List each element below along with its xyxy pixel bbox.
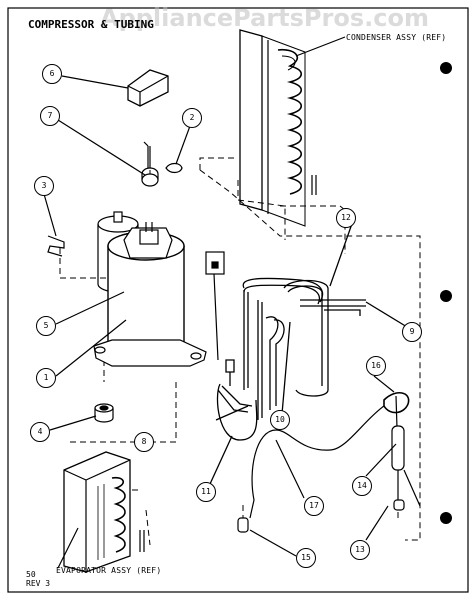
punch-hole-middle xyxy=(440,290,452,302)
evaporator-assy xyxy=(57,451,145,573)
callout-12: 12 xyxy=(336,208,356,228)
callout-11: 11 xyxy=(196,482,216,502)
part-7-overload xyxy=(57,119,159,187)
condenser-label: CONDENSER ASSY (REF) xyxy=(346,33,447,42)
callout-6: 6 xyxy=(42,64,62,84)
callout-13: 13 xyxy=(350,540,370,560)
callout-10: 10 xyxy=(270,410,290,430)
part-4-grommet xyxy=(49,403,114,431)
callout-4: 4 xyxy=(30,422,50,442)
callout-7: 7 xyxy=(40,106,60,126)
punch-hole-bottom xyxy=(440,512,452,524)
callout-9: 9 xyxy=(402,322,422,342)
callout-16: 16 xyxy=(366,356,386,376)
page-title: COMPRESSOR & TUBING xyxy=(28,18,154,31)
relay-device xyxy=(205,251,225,361)
watermark-text: AppliancePartsPros.com xyxy=(100,4,429,32)
callout-15: 15 xyxy=(296,548,316,568)
part-2-clip xyxy=(165,125,191,174)
tubing-assembly xyxy=(209,217,413,485)
part-3-bracket xyxy=(43,193,65,257)
callout-1: 1 xyxy=(36,368,56,388)
callout-14: 14 xyxy=(352,476,372,496)
evaporator-label: EVAPORATOR ASSY (REF) xyxy=(56,566,162,575)
callout-5: 5 xyxy=(36,316,56,336)
condenser-assy xyxy=(239,29,346,227)
footer-revision: REV 3 xyxy=(26,579,51,588)
callout-2: 2 xyxy=(182,108,202,128)
callout-3: 3 xyxy=(34,176,54,196)
punch-hole-top xyxy=(440,62,452,74)
footer-page-number: 50 xyxy=(26,570,36,579)
callout-17: 17 xyxy=(304,496,324,516)
part-6-cover xyxy=(61,69,169,107)
drier-capillary xyxy=(237,375,421,557)
compressor-body xyxy=(55,211,207,377)
callout-8: 8 xyxy=(134,432,154,452)
